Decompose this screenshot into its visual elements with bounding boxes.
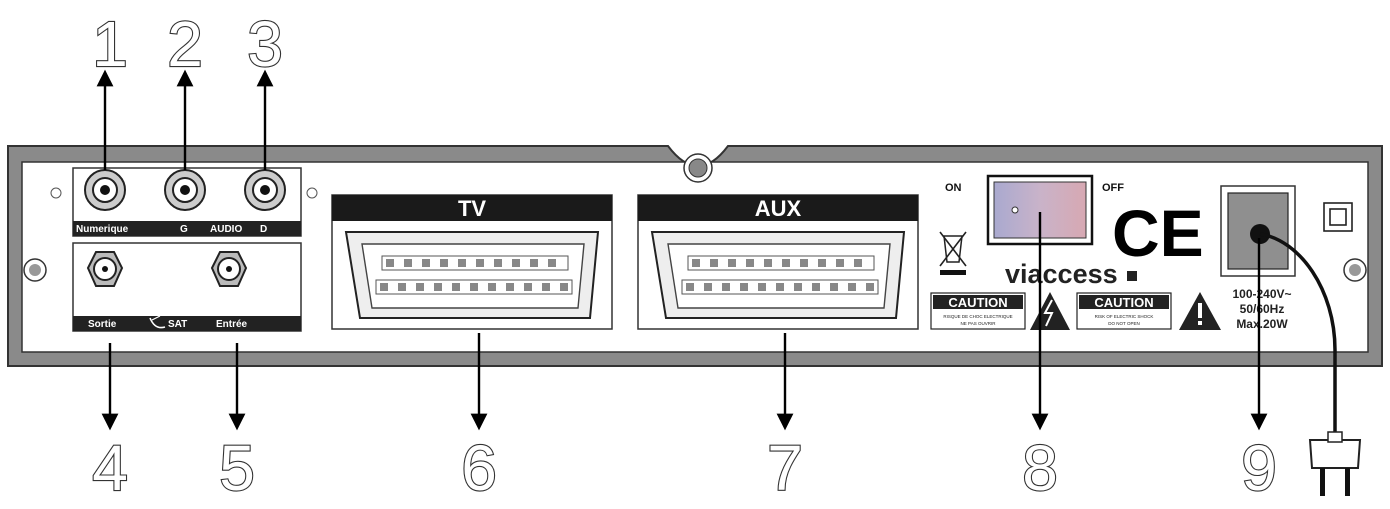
caution-label-2: CAUTION RISK OF ELECTRIC SHOCK DO NOT OP…	[1076, 292, 1172, 330]
svg-text:RISK OF ELECTRIC SHOCK: RISK OF ELECTRIC SHOCK	[1095, 314, 1154, 319]
audio-right-label: D	[260, 224, 267, 235]
svg-text:CAUTION: CAUTION	[1094, 295, 1153, 310]
scart-aux: AUX	[637, 194, 919, 330]
rca-jack-icon[interactable]	[164, 169, 206, 211]
scart-socket-icon[interactable]	[344, 231, 600, 319]
scart-tv: TV	[331, 194, 613, 330]
svg-text:CAUTION: CAUTION	[948, 295, 1007, 310]
satellite-dish-icon	[149, 315, 166, 329]
svg-text:NE PAS OUVRIR: NE PAS OUVRIR	[961, 321, 997, 326]
scart-aux-label: AUX	[755, 196, 802, 221]
scart-socket-icon[interactable]	[650, 231, 906, 319]
brand-logo: viaccess	[1005, 259, 1118, 289]
audio-label: AUDIO	[210, 224, 242, 235]
switch-on-label: ON	[945, 182, 962, 194]
svg-text:RISQUE DE CHOC ELECTRIQUE: RISQUE DE CHOC ELECTRIQUE	[943, 314, 1012, 319]
power-switch-area: ON OFF CE viaccess CAUTION RISQUE DE CHO…	[930, 174, 1221, 330]
callout-3: 3	[247, 8, 283, 80]
f-connector-icon[interactable]	[210, 251, 248, 287]
callout-2: 2	[167, 8, 203, 80]
ce-mark: CE	[1112, 196, 1204, 270]
callout-7: 7	[767, 432, 803, 504]
callout-9: 9	[1241, 432, 1277, 504]
sat-label: SAT	[168, 319, 187, 330]
rca-jack-icon[interactable]	[84, 169, 126, 211]
audio-left-label: G	[180, 224, 188, 235]
callout-8: 8	[1022, 432, 1058, 504]
rocker-switch-icon[interactable]	[986, 174, 1094, 246]
rca-jack-icon[interactable]	[244, 169, 286, 211]
sortie-label: Sortie	[88, 319, 117, 330]
callout-1: 1	[92, 8, 128, 80]
caution-label-1: CAUTION RISQUE DE CHOC ELECTRIQUE NE PAS…	[930, 292, 1026, 330]
callout-numbers: 1 2 3 4 5 6 7 8 9	[91, 7, 1278, 505]
scart-tv-label: TV	[458, 196, 486, 221]
warning-triangle-icon	[1179, 292, 1221, 330]
svg-text:DO NOT OPEN: DO NOT OPEN	[1108, 321, 1139, 326]
f-connector-icon[interactable]	[86, 251, 124, 287]
callout-6: 6	[461, 432, 497, 504]
antenna-panel: Sortie SAT Entrée	[72, 242, 302, 332]
entree-label: Entrée	[216, 319, 248, 330]
switch-off-label: OFF	[1102, 182, 1124, 194]
double-insulation-icon	[1323, 202, 1353, 232]
power-cord	[1259, 232, 1337, 432]
callout-4: 4	[92, 432, 128, 504]
numerique-label: Numerique	[76, 224, 129, 235]
power-plug-icon	[1308, 431, 1362, 496]
brand-square	[1127, 271, 1137, 281]
weee-bin-icon	[939, 231, 967, 275]
power-rating-line2: 50/60Hz	[1240, 302, 1285, 316]
power-rating-line1: 100-240V~	[1232, 287, 1291, 301]
rca-audio-panel: Numerique G AUDIO D	[72, 167, 302, 237]
callout-arrows	[96, 69, 1268, 431]
power-rating-line3: Max.20W	[1236, 317, 1288, 331]
callout-5: 5	[219, 432, 255, 504]
